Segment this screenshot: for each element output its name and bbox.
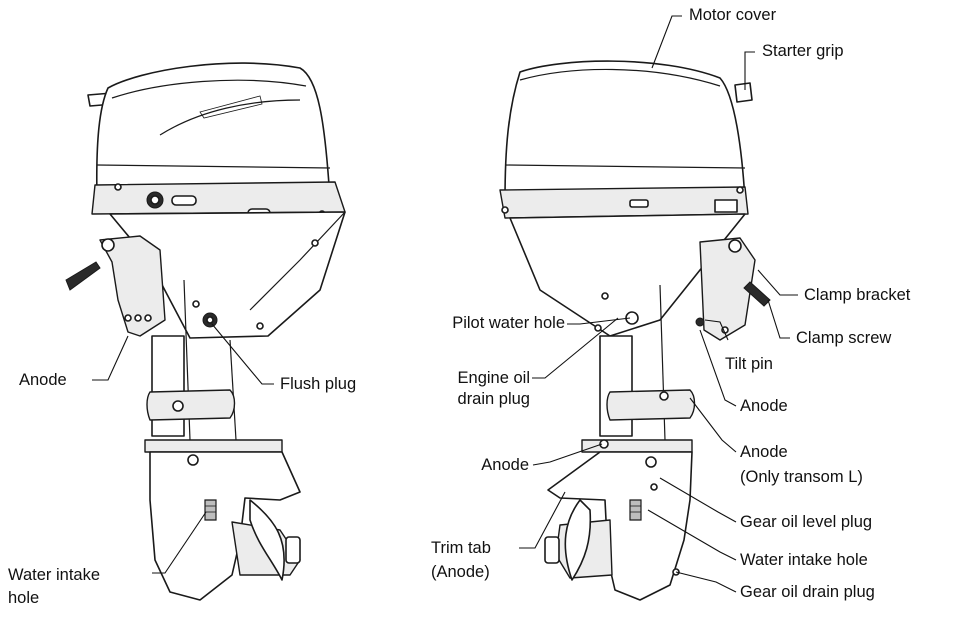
label-anode-bracket: Anode	[740, 397, 788, 415]
label-gear-oil-level-plug: Gear oil level plug	[740, 513, 873, 531]
label-gear-oil-drain-plug: Gear oil drain plug	[740, 583, 875, 601]
right-motor	[499, 60, 771, 601]
label-anode-transom-note: (Only transom L)	[740, 468, 863, 486]
label-clamp-screw: Clamp screw	[796, 329, 892, 347]
label-anode-transom: Anode	[740, 443, 788, 461]
label-drain-plug: drain plug	[457, 390, 530, 408]
right-clamp-bracket	[699, 237, 756, 341]
label-motor-cover: Motor cover	[689, 6, 777, 24]
label-trim-tab-anode: (Anode)	[431, 563, 490, 581]
label-water-intake-left-hole: hole	[8, 589, 40, 607]
right-starter-grip-shape	[734, 82, 753, 103]
label-starter-grip: Starter grip	[762, 42, 844, 60]
label-water-intake-left: Water intake	[8, 566, 101, 584]
label-trim-tab: Trim tab	[431, 539, 491, 557]
label-flush-plug: Flush plug	[280, 375, 357, 393]
label-tilt-pin: Tilt pin	[725, 355, 773, 373]
label-engine-oil: Engine oil	[457, 369, 530, 387]
left-motor	[65, 62, 346, 601]
label-pilot-water-hole: Pilot water hole	[452, 314, 565, 332]
label-clamp-bracket: Clamp bracket	[804, 286, 911, 304]
left-clamp-bracket	[99, 235, 166, 337]
label-water-intake-hole-right: Water intake hole	[740, 551, 868, 569]
label-anode-center: Anode	[481, 456, 529, 474]
right-motor-cover	[504, 60, 746, 201]
leader-lines	[92, 15, 798, 593]
label-anode-left: Anode	[19, 371, 67, 389]
